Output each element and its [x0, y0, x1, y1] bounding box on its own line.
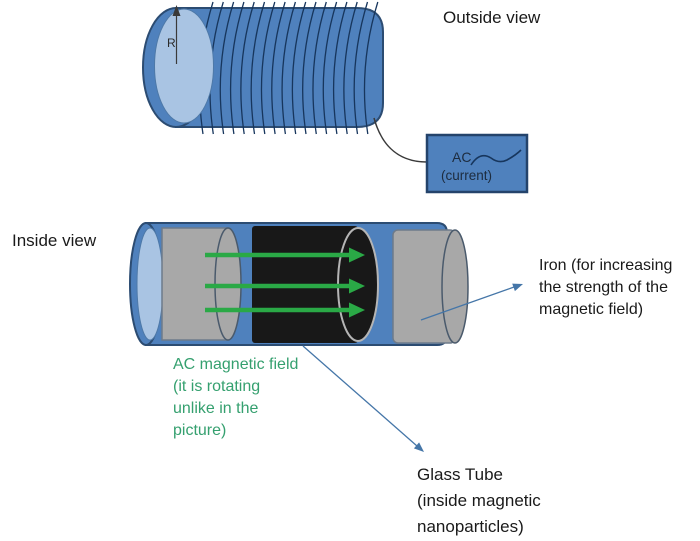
field-arrow-head	[349, 247, 365, 263]
iron-pointer-arrow	[420, 283, 523, 321]
radius-label: R	[167, 36, 176, 50]
glass-tube-note-line: nanoparticles)	[417, 517, 524, 536]
coil-winding-line	[363, 1, 379, 135]
ac-sine-wave-icon	[470, 149, 522, 166]
iron-note-line: magnetic field)	[539, 301, 644, 318]
glass-pointer-head	[413, 442, 424, 452]
coil-winding-line	[312, 1, 327, 135]
coil-windings	[199, 1, 379, 135]
ac-source-label: AC	[452, 149, 472, 165]
ac-field-note-line: (it is rotating	[173, 378, 261, 395]
coil-winding-line	[302, 1, 317, 135]
coil-winding-line	[271, 1, 286, 135]
coil-winding-line	[260, 1, 276, 135]
tube-end-face	[136, 227, 164, 341]
coil-winding-line	[343, 1, 358, 135]
iron-core-right-face	[441, 229, 469, 344]
iron-pointer-head	[512, 283, 523, 292]
glass-pointer-line	[302, 345, 418, 447]
field-arrow-head	[349, 278, 365, 294]
tube-inside-view	[129, 222, 523, 452]
glass-tube-note-line: Glass Tube	[417, 465, 503, 484]
solenoid-body	[175, 7, 384, 128]
wire-to-ac-source	[373, 117, 428, 163]
iron-note: Iron (for increasing the strength of the…	[539, 255, 672, 321]
iron-note-line: Iron (for increasing	[539, 257, 673, 274]
coil-winding-line	[229, 1, 245, 135]
glass-tube-note-line: (inside magnetic	[417, 491, 541, 510]
coil-winding-line	[250, 1, 266, 135]
coil-winding-line	[240, 1, 255, 135]
coil-winding-line	[353, 1, 369, 135]
coil-winding-line	[322, 1, 338, 135]
inside-view-label: Inside view	[12, 231, 97, 250]
coil-winding-line	[219, 1, 235, 135]
ac-current-label: (current)	[441, 168, 493, 183]
ac-field-note-line: unlike in the	[173, 400, 259, 417]
ac-field-note: AC magnetic field (it is rotating unlike…	[173, 354, 298, 442]
iron-core-right	[392, 229, 469, 344]
ac-field-note-line: AC magnetic field	[173, 356, 299, 373]
coil-winding-line	[281, 1, 297, 135]
solenoid-end-face	[154, 8, 214, 124]
magnetic-field-arrows	[205, 247, 365, 318]
ac-field-note-line: picture)	[173, 422, 227, 439]
field-arrow-head	[349, 302, 365, 318]
outside-view-label: Outside view	[443, 8, 541, 27]
coil-winding-line	[332, 1, 348, 135]
solenoid-outside-view	[142, 1, 529, 194]
coil-winding-line	[291, 1, 307, 135]
iron-note-line: the strength of the	[539, 279, 668, 296]
glass-pointer-arrow	[302, 345, 424, 452]
iron-pointer-line	[420, 286, 515, 321]
glass-tube-note: Glass Tube (inside magnetic nanoparticle…	[417, 462, 541, 540]
ac-source-box	[425, 133, 529, 194]
radius-arrow-head	[172, 5, 181, 16]
